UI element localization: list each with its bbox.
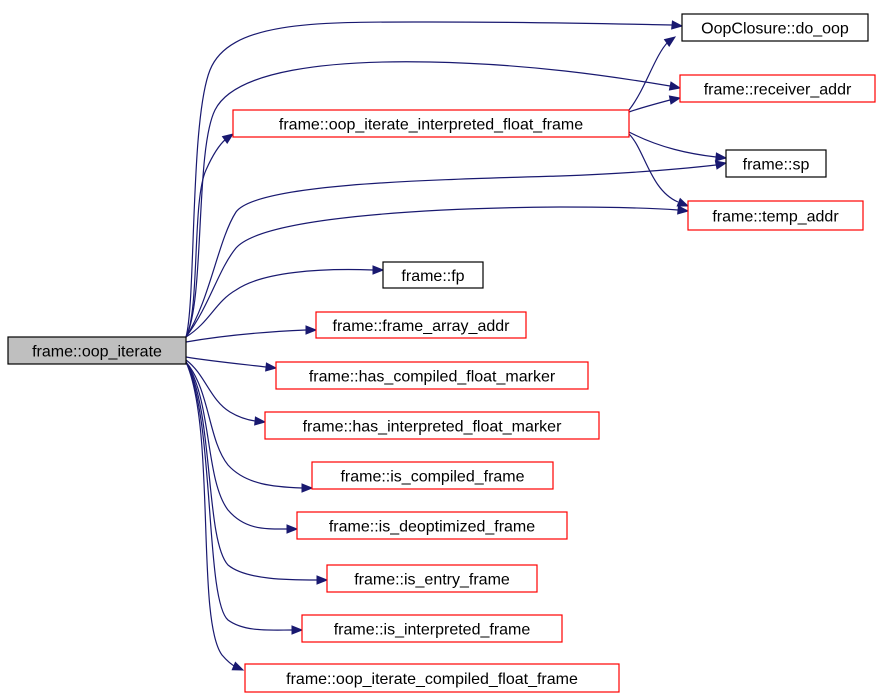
node-label: frame::oop_iterate_compiled_float_frame: [286, 671, 578, 688]
edge-root-to-frame_array_addr: [185, 329, 307, 343]
node-label: frame::temp_addr: [712, 209, 839, 226]
node-frame-array-addr[interactable]: frame::frame_array_addr: [315, 311, 527, 339]
node-label: OopClosure::do_oop: [701, 21, 849, 38]
node-box[interactable]: [296, 511, 568, 540]
node-label: frame::is_deoptimized_frame: [329, 519, 535, 536]
node-label: frame::is_compiled_frame: [340, 469, 524, 486]
edge-arrowhead-temp_addr: [677, 205, 690, 215]
node-receiver-addr[interactable]: frame::receiver_addr: [679, 74, 876, 103]
node-has-compiled[interactable]: frame::has_compiled_float_marker: [275, 361, 589, 390]
node-label: frame::oop_iterate_interpreted_float_fra…: [279, 117, 583, 134]
node-sp[interactable]: frame::sp: [725, 149, 827, 178]
edge-arrowhead-is_entry: [316, 575, 329, 585]
node-do-oop[interactable]: OopClosure::do_oop: [681, 13, 869, 42]
edge-arrowhead-temp_addr: [676, 197, 690, 207]
node-temp-addr[interactable]: frame::temp_addr: [687, 200, 864, 231]
node-is-deopt[interactable]: frame::is_deoptimized_frame: [296, 511, 568, 540]
node-label: frame::is_interpreted_frame: [334, 622, 531, 639]
node-is-compiled[interactable]: frame::is_compiled_frame: [311, 461, 554, 490]
edge-arrowhead-frame_array_addr: [305, 325, 318, 335]
node-box[interactable]: [382, 261, 484, 289]
edge-root-to-interp_float: [185, 138, 227, 338]
node-label: frame::has_interpreted_float_marker: [303, 419, 562, 436]
edge-arrowhead-is_interp: [291, 625, 304, 635]
edge-arrowhead-do_oop: [663, 36, 677, 47]
node-label: frame::receiver_addr: [704, 82, 852, 99]
edge-arrowhead-sp: [714, 160, 728, 170]
edge-root-to-temp_addr: [185, 206, 679, 338]
edge-arrowhead-fp: [372, 265, 385, 275]
node-fp[interactable]: frame::fp: [382, 261, 484, 289]
node-box[interactable]: [679, 74, 876, 103]
node-is-entry[interactable]: frame::is_entry_frame: [326, 564, 538, 593]
node-box[interactable]: [681, 13, 869, 42]
node-box[interactable]: [326, 564, 538, 593]
node-interp-float[interactable]: frame::oop_iterate_interpreted_float_fra…: [232, 109, 630, 138]
edge-arrowhead-has_interpreted: [254, 416, 267, 426]
edge-root-to-is_interp: [185, 361, 293, 631]
edge-root-to-compiled_float: [185, 361, 237, 668]
node-box[interactable]: [687, 200, 864, 231]
edge-root-to-receiver_addr: [185, 61, 671, 338]
node-box[interactable]: [311, 461, 554, 490]
edge-arrowhead-is_deopt: [286, 524, 299, 534]
node-box[interactable]: [244, 663, 620, 693]
node-has-interpreted[interactable]: frame::has_interpreted_float_marker: [264, 411, 600, 440]
edge-root-to-is_compiled: [185, 361, 303, 489]
node-box[interactable]: [301, 614, 563, 643]
node-label: frame::frame_array_addr: [333, 318, 511, 335]
edges-layer: [185, 20, 728, 671]
node-box[interactable]: [725, 149, 827, 178]
edge-root-to-do_oop: [185, 21, 673, 338]
edge-root-to-is_entry: [185, 361, 318, 581]
edge-arrowhead-has_compiled: [265, 362, 278, 372]
node-box: [7, 336, 187, 365]
node-label: frame::is_entry_frame: [354, 572, 510, 589]
node-compiled-float[interactable]: frame::oop_iterate_compiled_float_frame: [244, 663, 620, 693]
edge-interp_float-to-sp: [628, 131, 717, 158]
node-box[interactable]: [264, 411, 600, 440]
edge-arrowhead-sp: [715, 152, 728, 162]
edge-arrowhead-receiver_addr: [668, 95, 682, 105]
edge-root-to-fp: [185, 268, 374, 338]
node-label: frame::has_compiled_float_marker: [309, 369, 556, 386]
node-is-interp[interactable]: frame::is_interpreted_frame: [301, 614, 563, 643]
node-box[interactable]: [275, 361, 589, 390]
edge-root-to-has_compiled: [185, 356, 267, 368]
edge-interp_float-to-do_oop: [628, 41, 669, 111]
node-label: frame::sp: [743, 157, 810, 174]
node-label: frame::oop_iterate: [32, 344, 162, 361]
nodes-layer: frame::oop_iterate OopClosure::do_oopfram…: [7, 13, 876, 693]
edge-interp_float-to-temp_addr: [628, 133, 679, 203]
node-box[interactable]: [232, 109, 630, 138]
edge-interp_float-to-receiver_addr: [628, 99, 671, 113]
node-box[interactable]: [315, 311, 527, 339]
root-node: frame::oop_iterate: [7, 336, 187, 365]
edge-root-to-has_interpreted: [185, 359, 256, 422]
edge-arrowhead-compiled_float: [231, 661, 245, 671]
edge-arrowhead-is_compiled: [301, 483, 314, 493]
edge-root-to-sp: [185, 164, 717, 338]
edge-arrowhead-receiver_addr: [668, 81, 682, 91]
edge-arrowhead-interp_float: [221, 133, 235, 144]
edge-root-to-is_deopt: [185, 361, 288, 530]
edge-arrowhead-do_oop: [671, 20, 684, 30]
node-label: frame::fp: [401, 268, 464, 285]
